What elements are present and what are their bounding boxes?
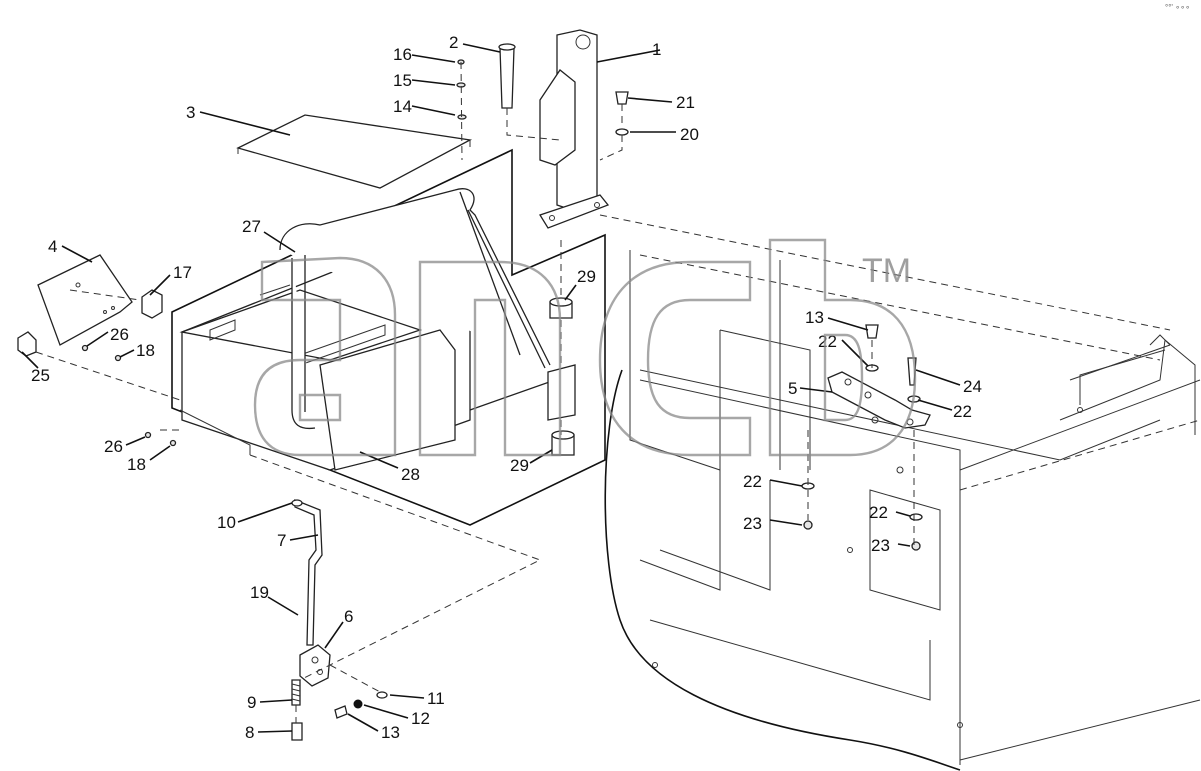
corner-mark: °°' ∘∘∘ [1165,3,1190,12]
callout-12: 12 [411,709,430,728]
callout-10: 10 [217,513,236,532]
callout-9: 9 [247,693,256,712]
side-door [17,254,181,447]
washer [615,128,629,136]
callout-23: 23 [743,514,762,533]
callout-22-c: 22 [743,472,762,491]
lid-panel [236,114,473,189]
callout-3: 3 [186,103,195,122]
callout-22-b: 22 [818,332,837,351]
callout-18-b: 18 [127,455,146,474]
callout-22-d: 22 [869,503,888,522]
callout-13: 13 [381,723,400,742]
callout-15: 15 [393,71,412,90]
bushing-stack [547,240,576,456]
callout-2: 2 [449,33,458,52]
watermark-trademark: TM [862,252,911,290]
callout-6: 6 [344,607,353,626]
callout-17: 17 [173,263,192,282]
callout-7: 7 [277,531,286,550]
pin [498,43,516,109]
callout-28: 28 [401,465,420,484]
callout-16: 16 [393,45,412,64]
callout-20: 20 [680,125,699,144]
callout-1: 1 [652,40,661,59]
watermark-logo: TM [253,238,917,457]
leader-lines [21,43,961,733]
vehicle-body [599,214,1201,771]
callout-25: 25 [31,366,50,385]
callout-4: 4 [48,237,57,256]
callout-21: 21 [676,93,695,112]
callout-13-b: 13 [805,308,824,327]
callout-22: 22 [953,402,972,421]
callout-19: 19 [250,583,269,602]
callout-24: 24 [963,377,982,396]
mounting-plate [801,324,931,551]
callout-29-b: 29 [510,456,529,475]
callout-29: 29 [577,267,596,286]
callout-23-b: 23 [871,536,890,555]
storage-box-frame [171,148,606,526]
callout-26-b: 26 [104,437,123,456]
bolt [615,91,629,105]
callout-8: 8 [245,723,254,742]
support-post [539,29,610,229]
callout-14: 14 [393,97,412,116]
callout-11: 11 [427,689,445,708]
callout-5: 5 [788,379,797,398]
callout-27: 27 [242,217,261,236]
callout-18: 18 [136,341,155,360]
callout-26: 26 [110,325,129,344]
handle-rod [160,429,542,741]
callout-labels: 1 2 3 4 5 6 7 8 9 10 11 12 13 14 15 16 1… [31,33,982,742]
